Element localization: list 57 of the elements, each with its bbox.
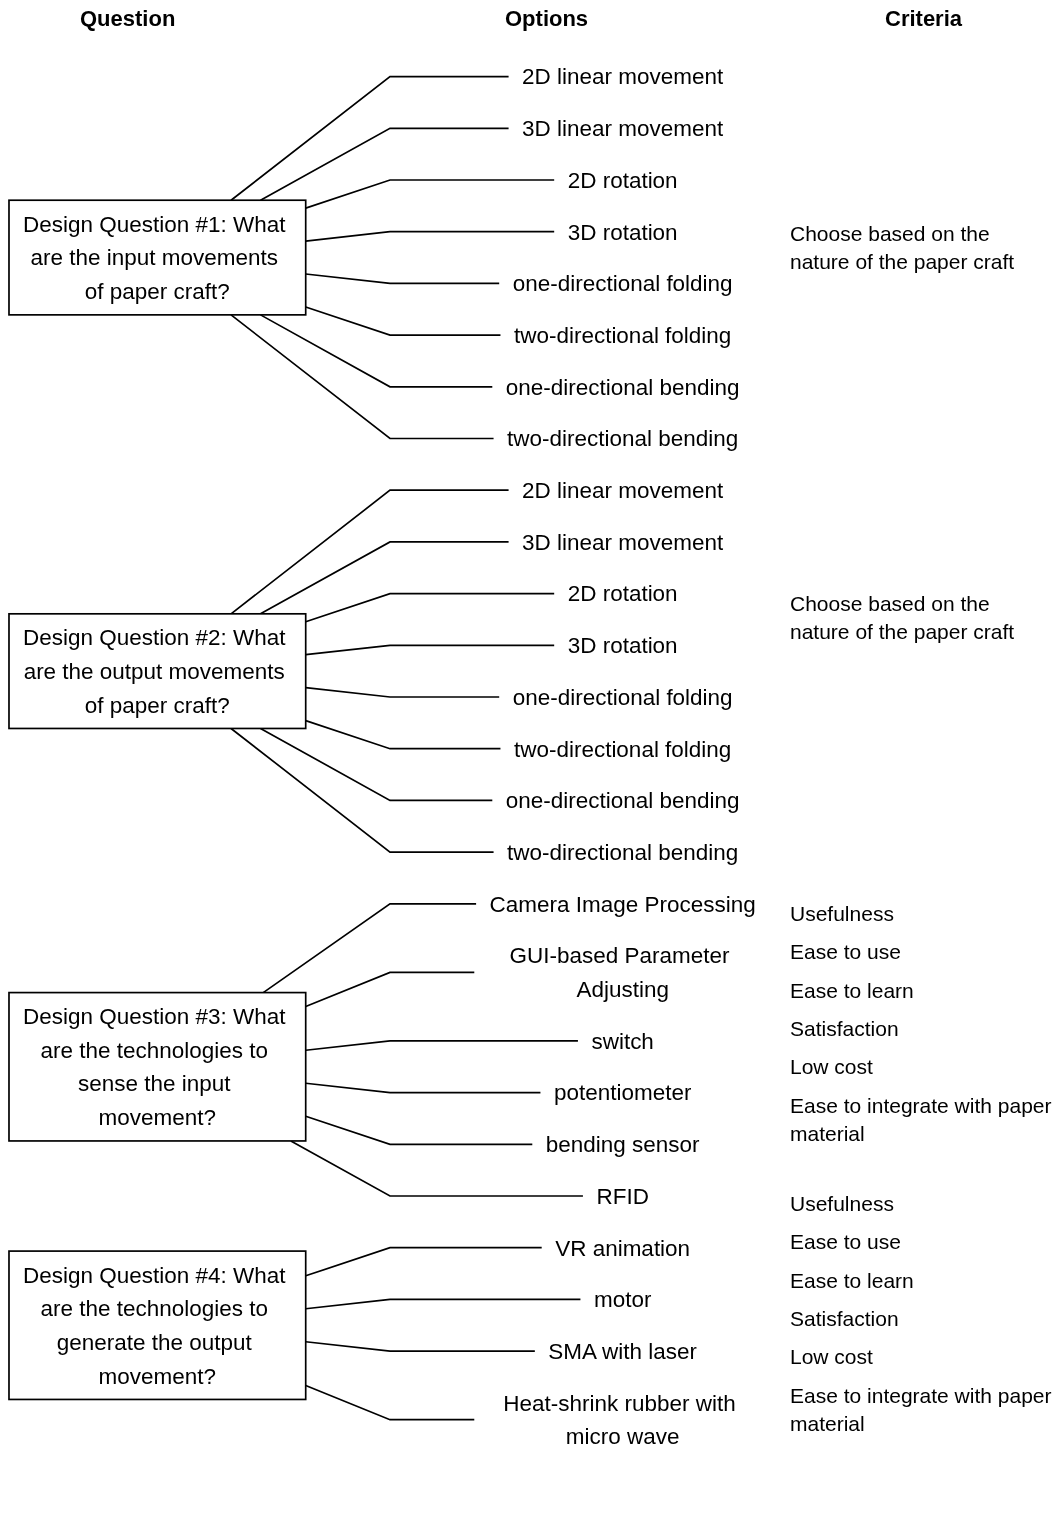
node-text: RFID [596,1183,649,1209]
node-text: one-directional folding [512,271,733,296]
node-text: one-directional bending [505,788,740,813]
node-text: motor [593,1287,652,1312]
node-text: 2D rotation [567,581,678,606]
node-text: two-directional bending [507,839,739,865]
node-text: VR animation [555,1235,691,1261]
connector [230,75,510,202]
node-text: Heat-shrink rubber with micro wave [503,1390,736,1449]
column-header: Options [505,6,589,32]
criteria-text: Low cost [790,1344,874,1371]
node-text: switch [591,1028,654,1054]
connector [259,314,494,388]
column-header: Criteria [885,6,963,32]
criteria-text: Ease to integrate with paper material [790,1382,1053,1438]
node-text: one-directional bending [505,374,740,400]
node-text: GUI-based Parameter Adjusting [509,943,730,1002]
criteria-text: Choose based on the nature of the paper craft [790,591,1016,646]
node-text: 3D linear movement [522,115,724,141]
criteria-text: Satisfaction [790,1306,900,1333]
connector [230,314,495,440]
criteria-text: Choose based on the nature of the paper craft [790,221,1016,276]
connector [230,727,495,853]
criteria-text: Ease to integrate with paper material [790,1092,1053,1148]
criteria-text: Satisfaction [790,1016,900,1043]
connector [259,127,510,202]
node-text: 3D linear movement [522,529,724,555]
criteria-text: Ease to learn [790,977,915,1004]
node-text: SMA with laser [548,1338,697,1364]
connector [259,541,510,615]
node-box: Design Question #1: What are the input movements of paper craft? [8,199,307,316]
connector [259,727,494,802]
node-text: potentiometer [553,1080,692,1105]
connector [290,1140,584,1197]
node-text: one-directional folding [512,684,733,710]
column-header: Question [80,6,176,32]
connector [262,902,477,994]
node-text: 2D rotation [567,167,678,193]
criteria-text: Usefulness [790,901,895,927]
connector [230,489,510,615]
node-box: Design Question #2: What are the output movements of paper craft? [8,613,307,730]
criteria-text: Low cost [790,1054,874,1081]
node-text: 2D linear movement [522,477,724,503]
node-text: bending sensor [545,1131,700,1157]
node-text: Camera Image Processing [489,891,756,917]
node-text: two-directional bending [507,426,739,451]
criteria-text: Ease to learn [790,1267,915,1294]
node-box: Design Question #3: What are the technologies to sense the input movement? [8,991,307,1142]
criteria-text: Usefulness [790,1191,895,1217]
node-text: two-directional folding [513,322,732,348]
node-text: 3D rotation [567,219,678,245]
node-text: 3D rotation [567,632,678,658]
node-box: Design Question #4: What are the technologies to generate the output movement? [8,1250,307,1401]
criteria-text: Ease to use [790,1229,902,1256]
criteria-text: Ease to use [790,939,902,966]
node-text: 2D linear movement [522,64,724,89]
node-text: two-directional folding [513,736,732,762]
